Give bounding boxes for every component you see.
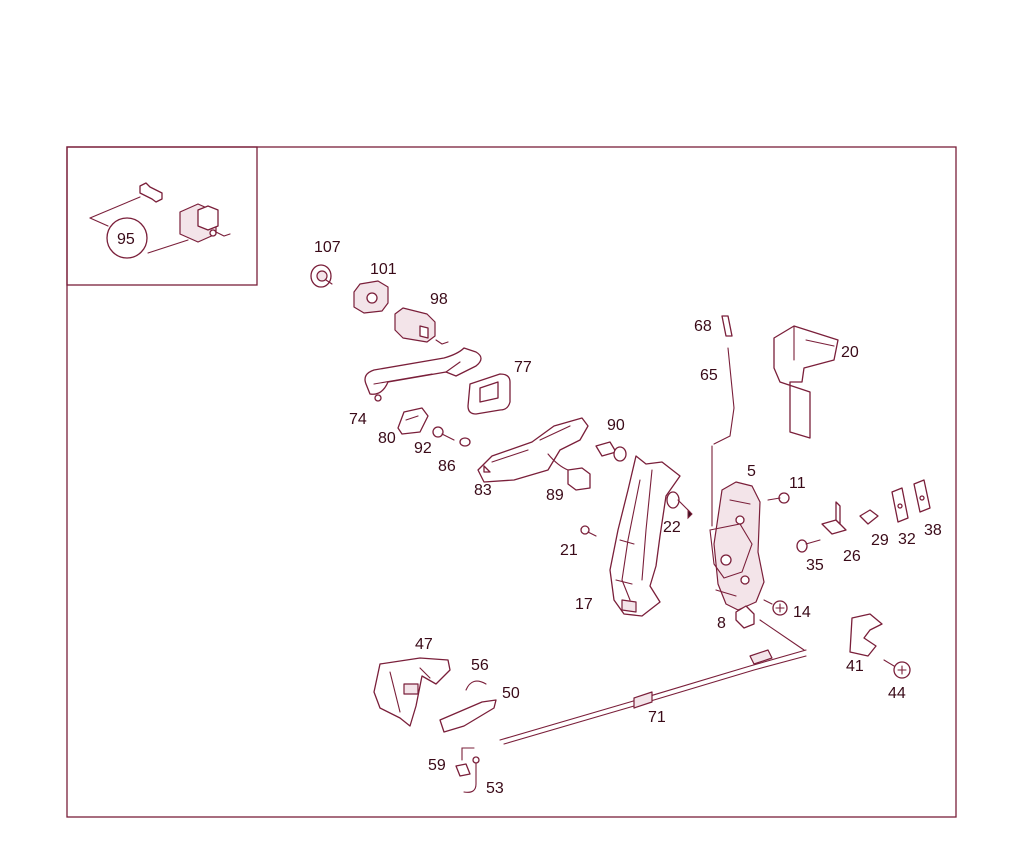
- label-5: 5: [747, 463, 756, 480]
- part-89-clip: [547, 453, 591, 491]
- part-8-bracket: [735, 605, 755, 629]
- label-11: 11: [789, 475, 806, 492]
- part-56-spring: [465, 680, 487, 691]
- part-20-cover: [773, 325, 839, 439]
- part-32-plate: [891, 487, 909, 523]
- part-50-lever: [439, 699, 497, 733]
- diagram-frame: [66, 146, 957, 818]
- part-107-cap: [310, 264, 333, 288]
- part-95-lock-cylinder-set: [89, 182, 231, 259]
- label-22: 22: [663, 519, 681, 536]
- part-86-nut: [459, 437, 471, 447]
- part-53-rod: [463, 756, 480, 793]
- part-80-clip: [397, 407, 429, 435]
- part-74-outer-handle: [364, 347, 482, 402]
- part-5-lock-mechanism: [709, 481, 765, 611]
- label-95: 95: [117, 231, 135, 248]
- label-59: 59: [428, 757, 446, 774]
- part-59-clip: [455, 747, 475, 777]
- part-29-clip: [859, 509, 879, 525]
- label-71: 71: [648, 709, 666, 726]
- label-17: 17: [575, 596, 593, 613]
- label-90: 90: [607, 417, 625, 434]
- part-26-bracket: [821, 501, 847, 535]
- label-65: 65: [700, 367, 718, 384]
- part-83-handle-carrier: [477, 417, 589, 483]
- label-47: 47: [415, 636, 433, 653]
- label-35: 35: [806, 557, 824, 574]
- label-101: 101: [370, 261, 397, 278]
- label-14: 14: [793, 604, 811, 621]
- part-68-rod-end: [721, 315, 733, 337]
- label-56: 56: [471, 657, 489, 674]
- part-71-cable: [499, 619, 807, 745]
- part-35-screw: [796, 539, 821, 553]
- part-47-inner-handle: [373, 657, 451, 727]
- label-20: 20: [841, 344, 859, 361]
- label-21: 21: [560, 542, 578, 559]
- label-89: 89: [546, 487, 564, 504]
- label-41: 41: [846, 658, 864, 675]
- part-101-cylinder-housing: [353, 280, 389, 314]
- label-77: 77: [514, 359, 532, 376]
- label-74: 74: [349, 411, 367, 428]
- part-44-screw: [883, 659, 911, 679]
- label-38: 38: [924, 522, 942, 539]
- part-21-screw: [580, 525, 597, 537]
- label-80: 80: [378, 430, 396, 447]
- callout-circle-95: [106, 217, 148, 259]
- part-11-screw: [767, 492, 790, 504]
- part-92-screw: [432, 426, 455, 441]
- part-90-bolt: [595, 441, 627, 462]
- label-92: 92: [414, 440, 432, 457]
- part-17-carrier-frame: [609, 455, 681, 617]
- part-41-striker: [849, 613, 883, 657]
- inset-frame: [66, 146, 258, 286]
- part-77-handle-recess: [467, 373, 511, 415]
- part-22-screw: [666, 491, 693, 520]
- label-53: 53: [486, 780, 504, 797]
- label-107: 107: [314, 239, 341, 256]
- label-32: 32: [898, 531, 916, 548]
- label-26: 26: [843, 548, 861, 565]
- part-14-screw: [763, 599, 788, 616]
- label-98: 98: [430, 291, 448, 308]
- label-8: 8: [717, 615, 726, 632]
- part-38-plate: [913, 479, 931, 513]
- label-68: 68: [694, 318, 712, 335]
- part-65-rod: [711, 347, 735, 527]
- label-44: 44: [888, 685, 906, 702]
- label-86: 86: [438, 458, 456, 475]
- label-83: 83: [474, 482, 492, 499]
- label-29: 29: [871, 532, 889, 549]
- label-50: 50: [502, 685, 520, 702]
- part-98-lock-cylinder: [394, 307, 449, 345]
